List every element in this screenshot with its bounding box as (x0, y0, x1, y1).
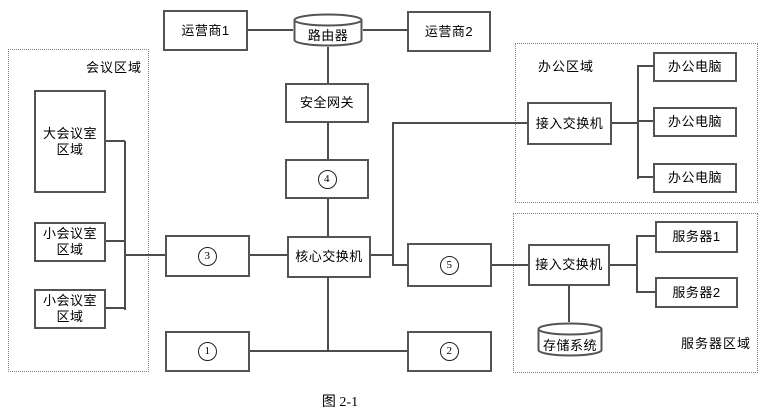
router-label: 路由器 (307, 28, 349, 43)
meeting-zone-label: 会议区域 (85, 60, 142, 75)
office-zone-label: 办公区域 (538, 59, 595, 74)
node-office-pc-3: 办公电脑 (653, 163, 737, 193)
connector-meeting-bus (124, 141, 126, 310)
connector-right-riser (392, 123, 394, 266)
figure-caption: 图 2-1 (321, 395, 359, 410)
node-router: 路由器 (293, 13, 363, 47)
connector-meeting-small2-branch (106, 307, 125, 309)
node-num4: 4 (285, 159, 369, 199)
node-office-pc-2: 办公电脑 (653, 107, 737, 137)
node-small-meeting-room-2: 小会议室 区域 (34, 289, 106, 329)
connector-isp1-router (248, 29, 293, 31)
connector-router-gateway (327, 47, 329, 83)
connector-meeting-small1-branch (106, 240, 125, 242)
node-large-meeting-room: 大会议室 区域 (34, 90, 106, 193)
connector-meeting-large-branch (106, 140, 125, 142)
node-office-pc-1: 办公电脑 (653, 52, 737, 82)
storage-system-label: 存储系统 (542, 338, 597, 353)
cylinder-shape-icon (537, 322, 603, 357)
connector-core-riser (371, 254, 393, 256)
node-core-switch: 核心交换机 (287, 236, 371, 278)
connector-bottom-bus (250, 350, 408, 352)
node-office-access-switch: 接入交换机 (527, 102, 612, 145)
node-small-meeting-room-1: 小会议室 区域 (34, 222, 106, 262)
node-server-1: 服务器1 (655, 221, 738, 253)
connector-router-isp2 (363, 29, 407, 31)
node-storage-system: 存储系统 (537, 322, 603, 357)
connector-server2-branch (636, 291, 655, 293)
connector-num4-core (327, 199, 329, 236)
server-zone-label: 服务器区域 (680, 336, 751, 351)
connector-core-bottombus (327, 278, 329, 352)
node-num5: 5 (407, 243, 492, 287)
connector-office-bus (637, 66, 639, 179)
connector-officeswitch-bus (612, 122, 639, 124)
circled-digit-4: 4 (317, 169, 337, 189)
connector-pc3-branch (637, 176, 654, 178)
circled-digit-5: 5 (440, 255, 459, 275)
connector-pc2-branch (637, 120, 654, 122)
connector-num5-serverswitch (492, 264, 528, 266)
connector-riser-num5 (392, 264, 408, 266)
connector-riser-officeswitch (392, 122, 527, 124)
node-isp1: 运营商1 (163, 10, 248, 51)
cylinder-shape-icon (293, 13, 363, 47)
meeting-zone: 会议区域 (8, 49, 149, 372)
node-num1: 1 (165, 331, 250, 372)
node-server-access-switch: 接入交换机 (528, 244, 610, 286)
node-isp2: 运营商2 (407, 11, 491, 52)
connector-gateway-num4 (327, 123, 329, 159)
node-security-gateway: 安全网关 (285, 83, 369, 123)
connector-switch-storage (568, 286, 570, 322)
connector-pc1-branch (637, 65, 654, 67)
node-server-2: 服务器2 (655, 277, 738, 308)
connector-server-bus (636, 236, 638, 293)
connector-num3-core (250, 254, 287, 256)
circled-digit-2: 2 (440, 342, 459, 361)
circled-digit-1: 1 (198, 342, 217, 361)
node-num3: 3 (165, 235, 250, 277)
connector-meeting-num3 (125, 254, 165, 256)
node-num2: 2 (407, 331, 492, 372)
connector-serverswitch-bus (610, 264, 637, 266)
circled-digit-3: 3 (198, 246, 217, 266)
server-zone: 服务器区域 (513, 213, 758, 373)
connector-server1-branch (636, 235, 655, 237)
